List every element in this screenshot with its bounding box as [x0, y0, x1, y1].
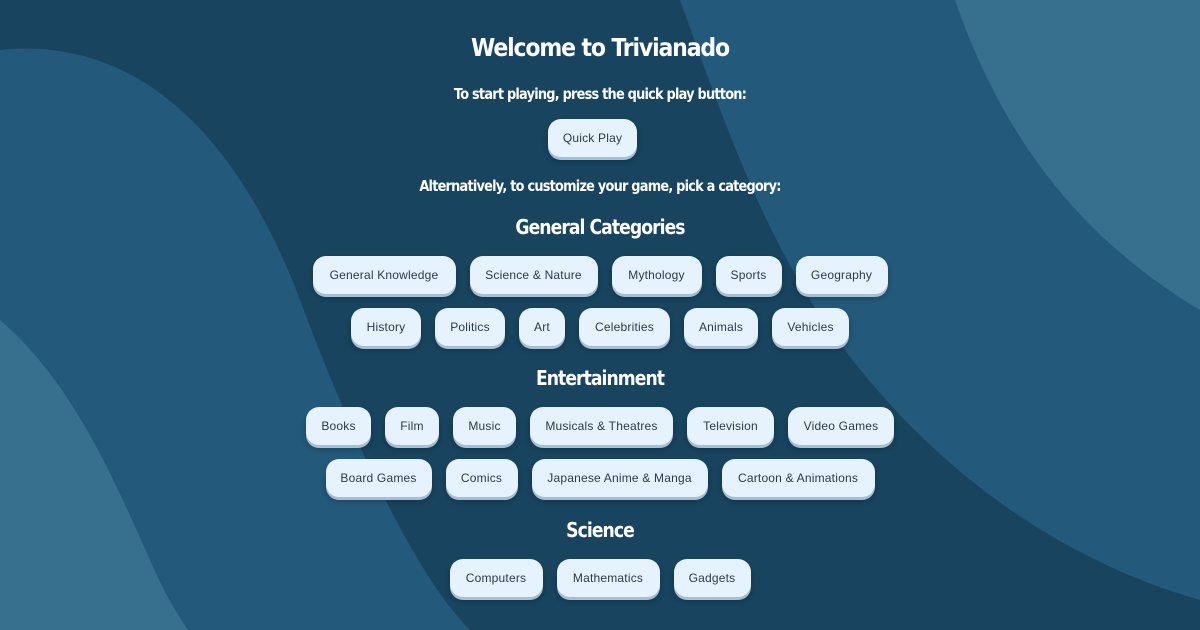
section-title-science: Science [566, 518, 635, 542]
category-history-button[interactable]: History [351, 308, 421, 346]
quick-play-prompt: To start playing, press the quick play b… [453, 85, 747, 103]
category-science-nature-button[interactable]: Science & Nature [469, 256, 598, 294]
page-title: Welcome to Trivianado [471, 33, 730, 62]
category-anime-manga-button[interactable]: Japanese Anime & Manga [531, 459, 708, 497]
category-animals-button[interactable]: Animals [684, 308, 758, 346]
category-vehicles-button[interactable]: Vehicles [772, 308, 849, 346]
quick-play-button[interactable]: Quick Play [548, 119, 637, 157]
category-row-general-2: History Politics Art Celebrities Animals… [0, 308, 1200, 348]
category-art-button[interactable]: Art [519, 308, 565, 346]
section-title-entertainment: Entertainment [535, 366, 665, 390]
section-title-general: General Categories [515, 215, 685, 239]
category-general-knowledge-button[interactable]: General Knowledge [312, 256, 456, 294]
right-wave-light [955, 0, 1200, 310]
category-musicals-theatres-button[interactable]: Musicals & Theatres [530, 407, 673, 445]
left-wave-light [0, 320, 188, 630]
category-row-entertainment-1: Books Film Music Musicals & Theatres Tel… [0, 407, 1200, 447]
category-comics-button[interactable]: Comics [445, 459, 518, 497]
category-geography-button[interactable]: Geography [795, 256, 888, 294]
category-video-games-button[interactable]: Video Games [788, 407, 894, 445]
category-sports-button[interactable]: Sports [715, 256, 782, 294]
category-politics-button[interactable]: Politics [435, 308, 505, 346]
category-row-science-1: Computers Mathematics Gadgets [0, 559, 1200, 599]
customize-prompt: Alternatively, to customize your game, p… [419, 177, 781, 195]
category-cartoon-animations-button[interactable]: Cartoon & Animations [721, 459, 875, 497]
category-television-button[interactable]: Television [687, 407, 774, 445]
category-mathematics-button[interactable]: Mathematics [556, 559, 660, 597]
category-row-general-1: General Knowledge Science & Nature Mytho… [0, 256, 1200, 296]
category-gadgets-button[interactable]: Gadgets [673, 559, 751, 597]
category-film-button[interactable]: Film [385, 407, 439, 445]
category-music-button[interactable]: Music [453, 407, 516, 445]
category-mythology-button[interactable]: Mythology [611, 256, 702, 294]
category-board-games-button[interactable]: Board Games [325, 459, 432, 497]
category-books-button[interactable]: Books [306, 407, 371, 445]
category-computers-button[interactable]: Computers [449, 559, 543, 597]
category-celebrities-button[interactable]: Celebrities [579, 308, 670, 346]
category-row-entertainment-2: Board Games Comics Japanese Anime & Mang… [0, 459, 1200, 499]
